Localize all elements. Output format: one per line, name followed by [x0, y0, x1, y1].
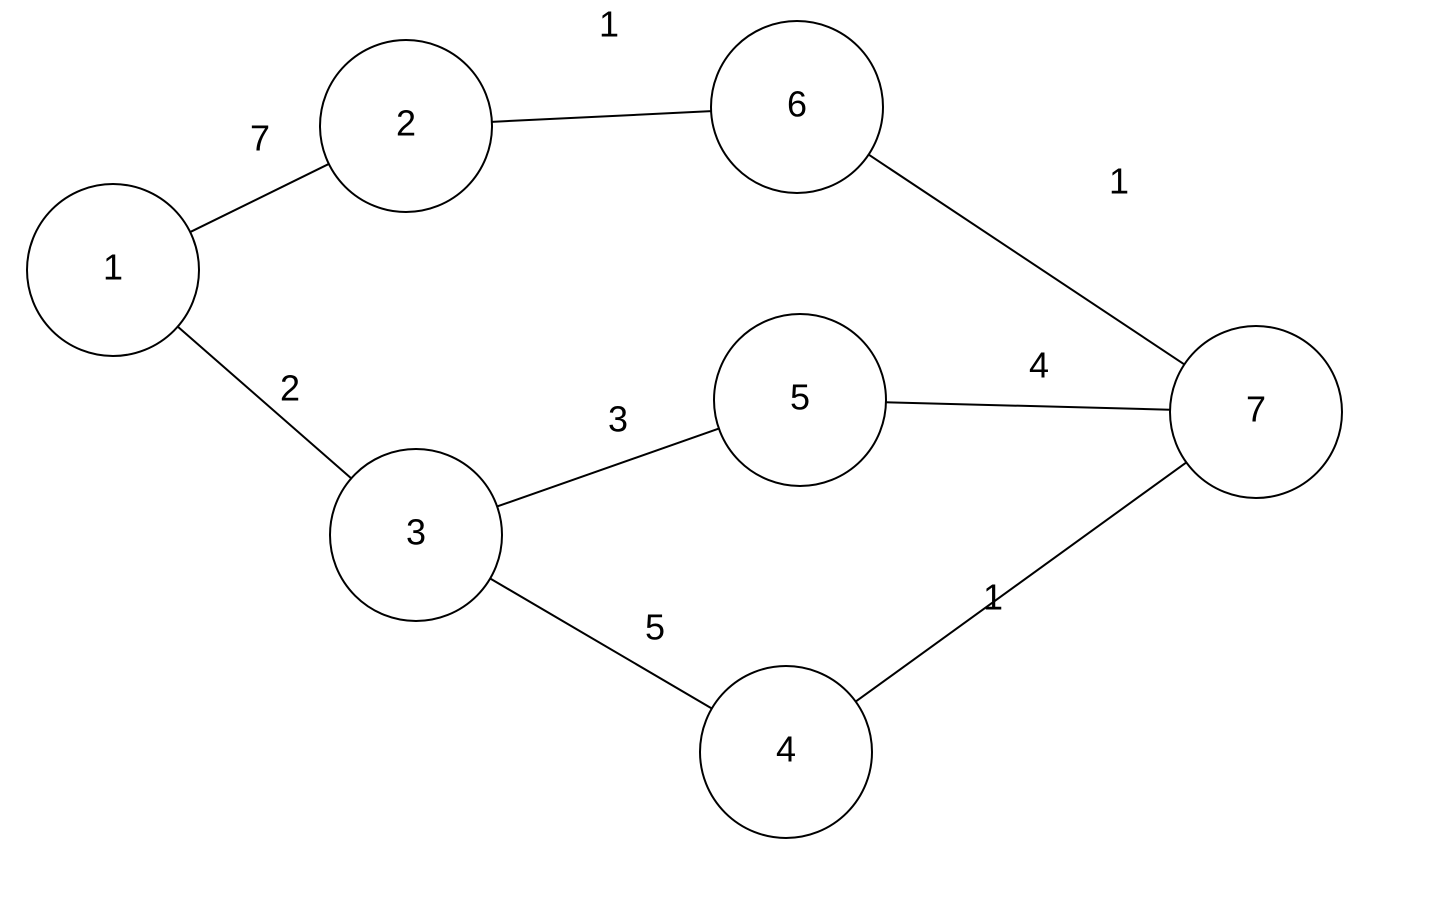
node-label-3: 3: [406, 512, 426, 553]
edges-layer: [177, 110, 1187, 710]
node-circle-7: [1169, 325, 1343, 499]
edge-4-7: [855, 461, 1187, 703]
edge-1-2: [189, 163, 330, 233]
node-label-4: 4: [776, 729, 796, 770]
node-label-5: 5: [790, 377, 810, 418]
node-label-6: 6: [787, 84, 807, 125]
node-label-2: 2: [396, 103, 416, 144]
node-circle-5: [713, 313, 887, 487]
nodes-layer: 1 2 3 4 5 6 7: [26, 20, 1343, 839]
edge-weight-3-5: 3: [608, 399, 628, 440]
node-circle-3: [329, 448, 503, 622]
edge-weight-1-3: 2: [280, 368, 300, 409]
edge-3-4: [489, 577, 713, 710]
node-circle-4: [699, 665, 873, 839]
node-circle-1: [26, 183, 200, 357]
node-2: 2: [319, 39, 493, 213]
node-circle-6: [710, 20, 884, 194]
edge-weight-6-7: 1: [1109, 161, 1129, 202]
node-4: 4: [699, 665, 873, 839]
edge-weight-1-2: 7: [250, 118, 270, 159]
node-1: 1: [26, 183, 200, 357]
edge-5-7: [885, 401, 1171, 411]
edge-3-5: [496, 427, 720, 508]
node-6: 6: [710, 20, 884, 194]
edge-weight-3-4: 5: [645, 607, 665, 648]
edge-weight-2-6: 1: [599, 4, 619, 45]
node-3: 3: [329, 448, 503, 622]
node-label-1: 1: [103, 247, 123, 288]
edge-weight-4-7: 1: [983, 577, 1003, 618]
edge-weights-layer: 7 2 1 3 5 1 4 1: [250, 4, 1129, 648]
node-label-7: 7: [1246, 389, 1266, 430]
edge-6-7: [868, 153, 1185, 366]
edge-2-6: [491, 110, 712, 123]
edge-weight-5-7: 4: [1029, 345, 1049, 386]
node-7: 7: [1169, 325, 1343, 499]
edge-1-3: [177, 325, 352, 480]
node-5: 5: [713, 313, 887, 487]
node-circle-2: [319, 39, 493, 213]
